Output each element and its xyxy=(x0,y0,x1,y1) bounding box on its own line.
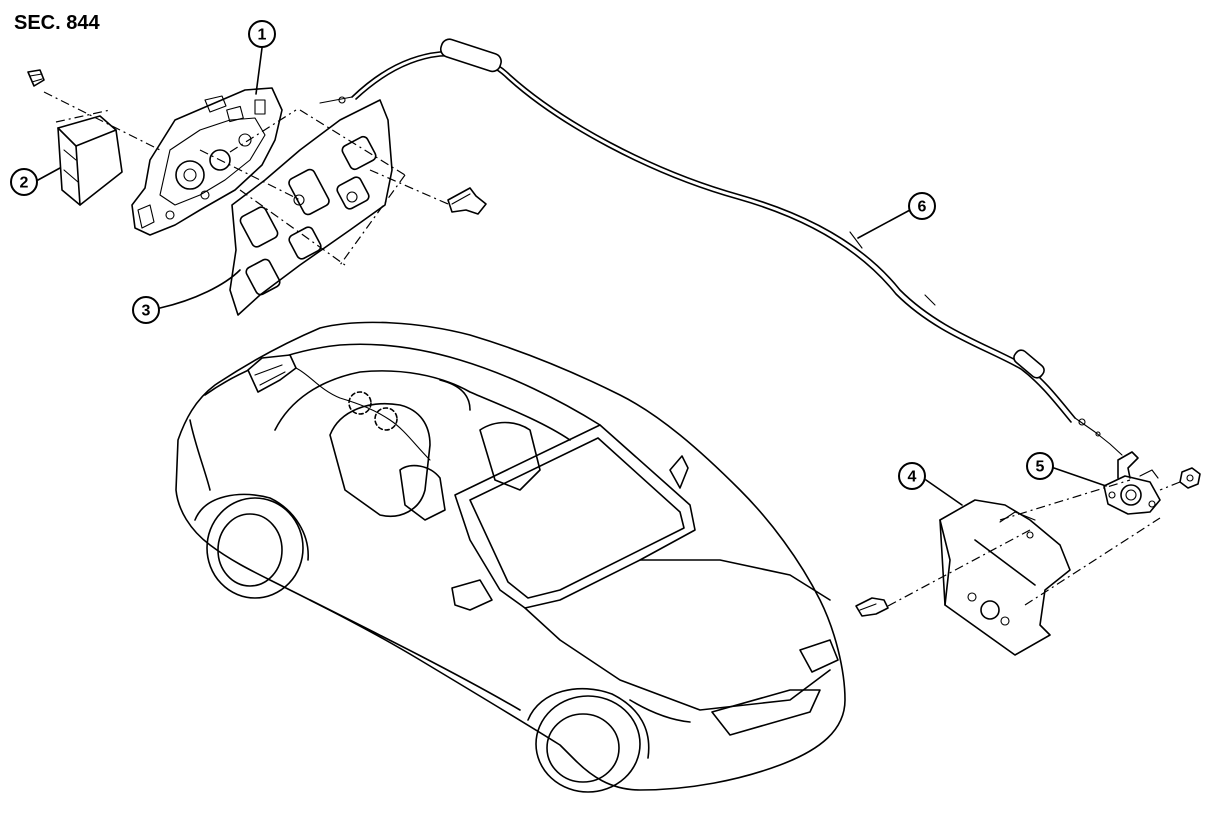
callout-4-label: 4 xyxy=(908,469,917,486)
callout-3: 3 xyxy=(132,296,160,324)
callout-1-label: 1 xyxy=(258,27,267,44)
alignment-lines-bottom xyxy=(887,479,1181,607)
callout-2: 2 xyxy=(10,168,38,196)
screw xyxy=(27,69,45,87)
callout-leaders xyxy=(37,47,1107,506)
bracket xyxy=(939,499,1071,656)
callout-6-label: 6 xyxy=(918,199,927,216)
lock-cylinder xyxy=(1103,451,1161,515)
nut xyxy=(1179,467,1201,489)
callout-6: 6 xyxy=(908,192,936,220)
bolt xyxy=(447,187,487,215)
callout-5-label: 5 xyxy=(1036,459,1045,476)
bracket-bolt xyxy=(855,597,889,617)
callout-1: 1 xyxy=(248,20,276,48)
section-label: SEC. 844 xyxy=(14,12,100,34)
actuator-unit xyxy=(57,115,123,206)
mounting-plate xyxy=(229,99,393,316)
alignment-lines-top xyxy=(43,91,449,266)
callout-4: 4 xyxy=(898,462,926,490)
latch-mechanism xyxy=(131,87,283,236)
vehicle-outline xyxy=(175,321,846,793)
opener-cable xyxy=(319,38,1123,456)
callout-3-label: 3 xyxy=(142,303,151,320)
callout-2-label: 2 xyxy=(20,175,29,192)
callout-5: 5 xyxy=(1026,452,1054,480)
